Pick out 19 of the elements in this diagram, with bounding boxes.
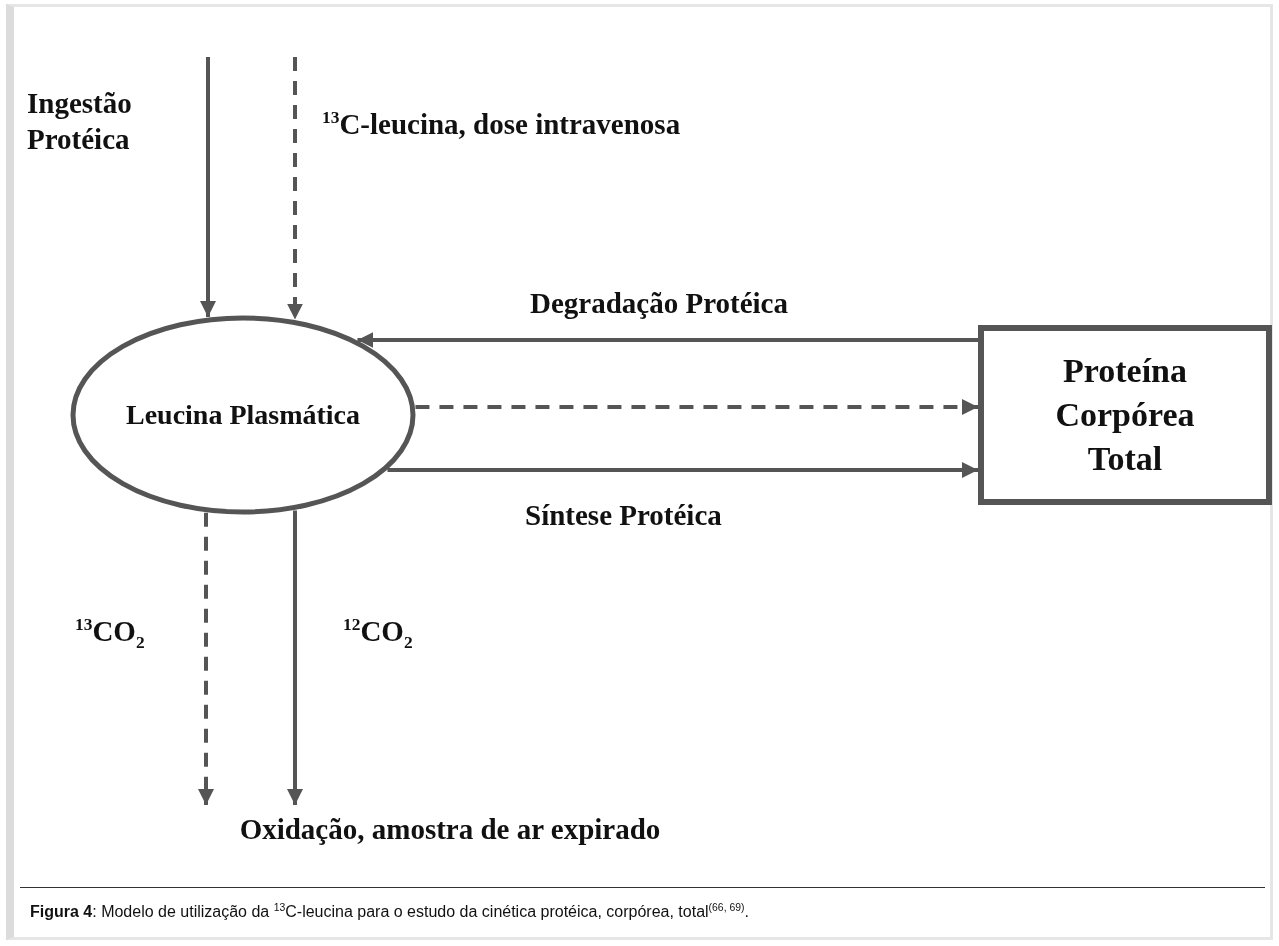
node-text: Leucina Plasmática xyxy=(125,397,361,432)
process-box xyxy=(978,325,1272,505)
arrow xyxy=(200,57,216,318)
edge-label: $^{12}$CO$_{2}$ xyxy=(343,613,414,654)
edge-label: Síntese Protéica xyxy=(525,498,723,533)
arrow xyxy=(357,332,978,348)
edge-label: $^{13}$C-leucina, dose intravenosa xyxy=(322,106,682,142)
node-text: Proteína Corpórea Total xyxy=(1054,350,1196,480)
edge-label: Degradação Protéica xyxy=(530,286,789,321)
arrow xyxy=(287,57,303,320)
arrow xyxy=(198,512,214,805)
arrow xyxy=(415,399,978,415)
figure-caption: Figura 4: Modelo de utilização da $^{13}$C-leucina para o estudo da cinética protéica, corpórea, total$^{(66, 69)}$. xyxy=(30,902,749,922)
arrow xyxy=(387,462,978,478)
arrow xyxy=(287,510,303,805)
ellipse-node xyxy=(70,315,416,515)
edge-label: Ingestão Protéica xyxy=(27,86,133,158)
node-text: Oxidação, amostra de ar expirado xyxy=(239,812,661,848)
edge-label: $^{13}$CO$_{2}$ xyxy=(75,613,146,654)
